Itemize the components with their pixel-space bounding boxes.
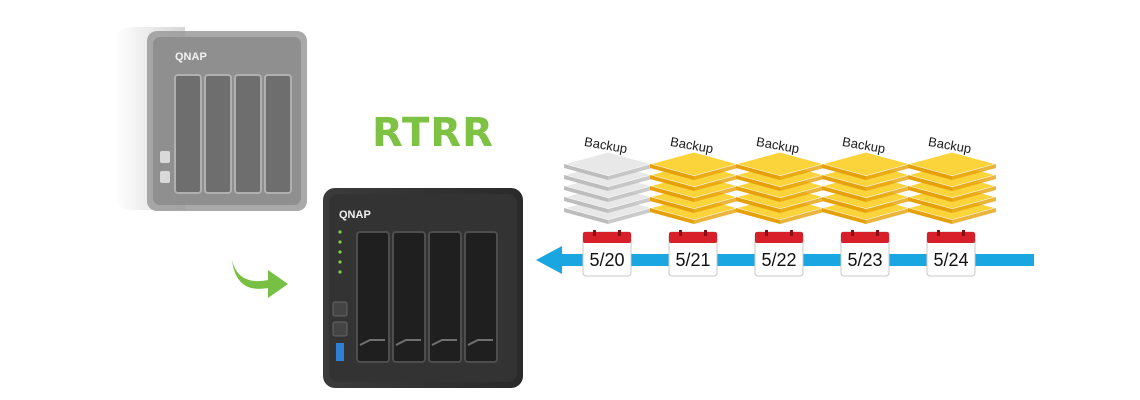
curved-arrow-icon bbox=[228, 250, 292, 302]
calendar-date: 5/20 bbox=[589, 250, 624, 270]
calendar-icon: 5/24 bbox=[927, 230, 975, 276]
backup-stack: Backup bbox=[650, 134, 738, 224]
calendar-icon: 5/22 bbox=[755, 230, 803, 276]
backup-stack: Backup bbox=[736, 134, 824, 224]
source-brand: QNAP bbox=[175, 51, 207, 63]
calendar-date: 5/21 bbox=[675, 250, 710, 270]
target-nas: QNAP bbox=[305, 180, 535, 395]
backup-stack: Backup bbox=[822, 134, 910, 224]
calendar-date: 5/24 bbox=[933, 250, 968, 270]
calendar-icon: 5/21 bbox=[669, 230, 717, 276]
rtrr-title: RTRR bbox=[372, 110, 494, 156]
source-nas: QNAP bbox=[105, 15, 325, 215]
backup-stack: Backup bbox=[564, 134, 652, 224]
calendar-row: 5/20 5/21 5/22 5/23 5/24 bbox=[575, 230, 1015, 280]
calendar-date: 5/23 bbox=[847, 250, 882, 270]
calendar-icon: 5/23 bbox=[841, 230, 889, 276]
target-brand: QNAP bbox=[339, 209, 371, 221]
calendar-date: 5/22 bbox=[761, 250, 796, 270]
calendar-icon: 5/20 bbox=[583, 230, 631, 276]
backup-stack: Backup bbox=[908, 134, 996, 224]
